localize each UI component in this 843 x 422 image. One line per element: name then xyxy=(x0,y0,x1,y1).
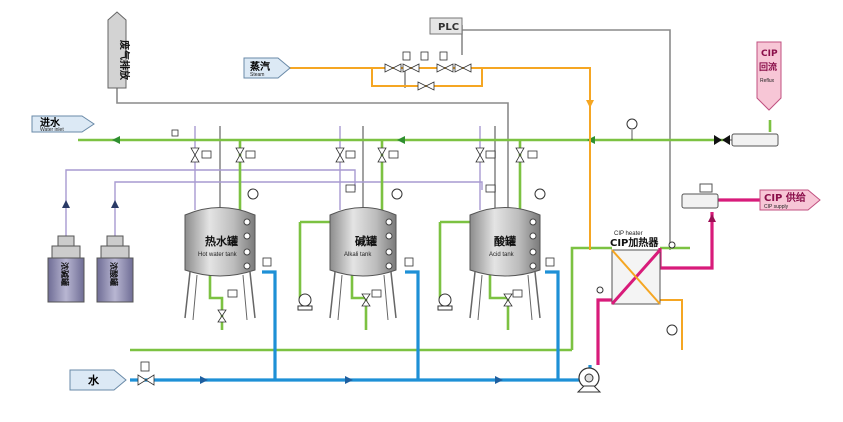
alkali-tank: 碱罐 Alkali tank xyxy=(329,188,403,321)
steam-tag: 蒸汽 Steam xyxy=(243,57,291,79)
alkali-tank-gauge xyxy=(391,188,403,200)
exhaust-label: 废气排放 xyxy=(118,40,131,81)
cip-supply-tag: CIP 供给 CIP supply xyxy=(759,189,821,211)
water-label: 水 xyxy=(88,373,100,387)
valve-acid-b xyxy=(515,147,538,163)
water-inlet-valve xyxy=(137,361,155,386)
alkali-tank-label-en: Alkali tank xyxy=(344,252,372,258)
concentrated-alkali-tank: 浓碱罐 xyxy=(47,235,85,303)
conc-alkali-label: 浓碱罐 xyxy=(60,262,70,286)
water-inlet-tag: 进水 Water inlet xyxy=(31,115,95,133)
tank-outlet-valves xyxy=(217,257,555,323)
heater-label-cn: CIP加热器 xyxy=(610,236,659,249)
acid-circulation-pump xyxy=(437,293,453,311)
concentrated-acid-tank: 浓酸罐 xyxy=(96,235,134,303)
acid-tank-gauge xyxy=(534,188,546,200)
steam-valve-3 xyxy=(436,63,454,73)
supply-filter xyxy=(681,183,719,209)
cip-reflux-label-en: Reflux xyxy=(760,78,775,84)
supply-flow-arrow xyxy=(708,214,716,222)
reflux-filter xyxy=(731,133,779,147)
acid-tank: 酸罐 Acid tank xyxy=(469,188,546,321)
hot-tank-gauge xyxy=(247,188,259,200)
acid-tank-label-cn: 酸罐 xyxy=(494,234,516,248)
hot-tank-label-cn: 热水罐 xyxy=(205,234,238,248)
alkali-circulation-pump xyxy=(297,293,313,311)
cip-supply-label-en: CIP supply xyxy=(764,204,789,210)
return-lines xyxy=(78,120,772,352)
water-tag: 水 xyxy=(69,369,127,391)
steam-label-en: Steam xyxy=(250,72,264,78)
cip-reflux-label-cn: 回流 xyxy=(759,61,777,73)
valve-hot-a xyxy=(190,147,212,163)
cip-supply-label-cn: CIP 供给 xyxy=(764,191,806,204)
steam-valve-1 xyxy=(384,63,402,73)
acid-tank-label-en: Acid tank xyxy=(489,252,515,258)
steam-flow-arrow xyxy=(586,100,594,108)
water-inlet-label-cn: 进水 xyxy=(40,116,61,129)
steam-bypass-valve xyxy=(417,81,435,91)
heater-trap xyxy=(666,324,678,336)
valve-dosing-alk xyxy=(345,184,356,193)
steam-valves xyxy=(384,51,472,91)
steam-valve-4 xyxy=(454,63,472,73)
cip-heater: CIP heater CIP加热器 xyxy=(596,231,678,336)
header-pressure-gauge xyxy=(626,118,638,140)
reflux-valve xyxy=(714,135,730,145)
cip-reflux-label-top: CIP xyxy=(761,49,778,59)
water-inlet-label-en: Water inlet xyxy=(40,127,64,133)
hot-water-tank: 热水罐 Hot water tank xyxy=(184,188,259,321)
heater-label-en: CIP heater xyxy=(614,231,643,237)
hot-tank-label-en: Hot water tank xyxy=(198,252,238,258)
steam-valve-2 xyxy=(402,63,420,73)
valve-alk-b xyxy=(377,147,399,163)
valve-acid-a xyxy=(475,147,496,163)
plc-label: PLC xyxy=(438,22,459,33)
cip-supply-pump xyxy=(576,367,602,393)
plc-box: PLC xyxy=(429,17,463,35)
steam-label-cn: 蒸汽 xyxy=(250,60,270,73)
water-lines xyxy=(130,270,592,382)
cip-reflux-tag: CIP 回流 Reflux xyxy=(756,41,782,111)
conc-acid-label: 浓酸罐 xyxy=(109,262,119,286)
water-flow-arrows xyxy=(200,376,503,384)
valve-hot-b xyxy=(235,147,256,163)
dosing-arrows xyxy=(62,200,119,208)
chemical-dosing-lines xyxy=(65,126,483,252)
inlet-check-valve xyxy=(171,129,179,137)
valve-dosing-acid xyxy=(485,184,496,193)
exhaust-tag: 废气排放 xyxy=(107,11,131,89)
alkali-tank-label-cn: 碱罐 xyxy=(355,234,377,248)
valve-alk-a xyxy=(335,147,356,163)
header-valves xyxy=(171,129,538,193)
